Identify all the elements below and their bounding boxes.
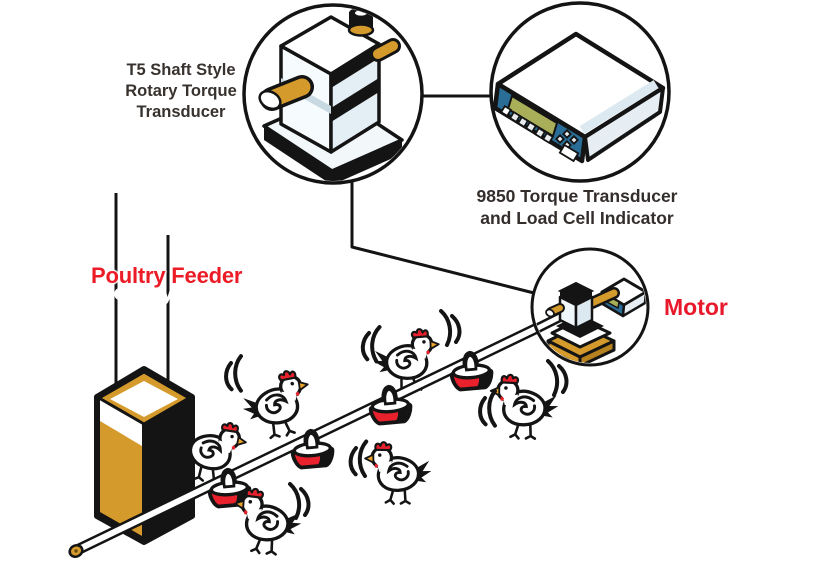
t5-transducer-label: T5 Shaft Style Rotary Torque Transducer [96, 60, 266, 123]
motor-label: Motor [664, 294, 728, 320]
panel-buttons [499, 104, 580, 163]
shaft-cap [258, 89, 282, 111]
feed-auger-tube [68, 311, 565, 558]
callout-connector-lines [350, 94, 535, 295]
indicator-label-line1: 9850 Torque Transducer [476, 186, 678, 206]
bell-feeders [205, 348, 495, 510]
t5-label-line1: T5 Shaft Style [126, 61, 236, 79]
chicken [360, 439, 435, 508]
chicken [484, 371, 563, 444]
t5-label-line3: Transducer [131, 102, 231, 123]
t5-callout-circle [242, 3, 424, 185]
load-cell-indicator-illustration [492, 31, 666, 164]
poultry-feeder-label-echo: Poultry Feeder [99, 280, 251, 305]
indicator-label-line2: and Load Cell Indicator [480, 208, 674, 228]
motor-callout-circle [530, 247, 650, 367]
connector-cap-icon [347, 7, 375, 37]
feed-hopper [94, 366, 195, 545]
t5-label-line2: Rotary Torque [120, 81, 242, 102]
indicator-callout-circle [489, 1, 671, 183]
suspension-wires [114, 193, 170, 388]
mini-transducer [545, 281, 595, 330]
rotary-torque-transducer-illustration [258, 7, 404, 181]
poultry-feeder-label: Poultry Feeder [91, 263, 243, 288]
indicator-label: 9850 Torque Transducer and Load Cell Ind… [412, 185, 742, 229]
